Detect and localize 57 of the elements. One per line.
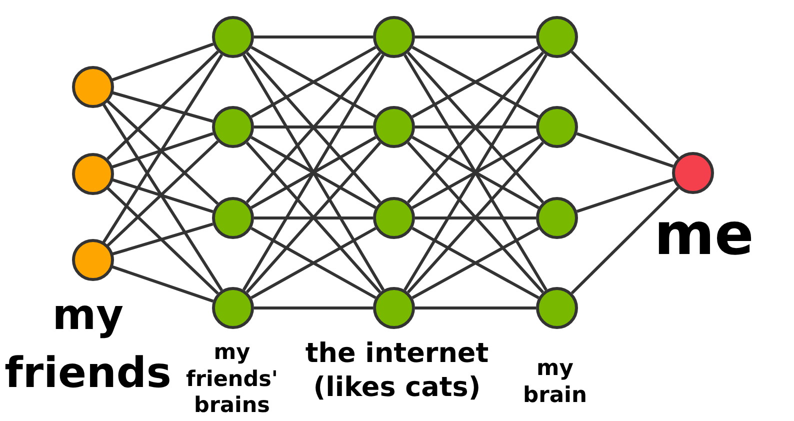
connection-line [106, 100, 219, 205]
neuron-circle [536, 287, 578, 329]
connection-line [415, 216, 536, 220]
connection-line [254, 306, 373, 310]
neuron-circle [373, 287, 415, 329]
crossing-lines [410, 46, 540, 118]
connection-line [102, 54, 224, 244]
connection-line [576, 132, 674, 168]
crossing-lines [242, 54, 385, 292]
connection-line [112, 265, 214, 303]
connection-line [570, 186, 680, 294]
connection-line [112, 91, 214, 123]
crossing-lines [250, 136, 378, 210]
crossing-lines [250, 46, 378, 118]
connection-line [570, 50, 680, 160]
crossing-lines [406, 141, 544, 294]
connection-line [254, 36, 373, 38]
connection-line [415, 126, 536, 128]
connection-line [102, 104, 223, 292]
connection-line [112, 222, 214, 256]
crossing-lines [250, 226, 378, 300]
connection-line [112, 178, 214, 214]
node-caption: me [653, 201, 755, 267]
neuron-circle [212, 197, 254, 239]
connection-line [112, 42, 214, 82]
neuron-circle [212, 16, 254, 58]
neuron-circle [536, 106, 578, 148]
neuron-circle [672, 152, 714, 194]
crossing-lines [406, 51, 544, 204]
layer-label: the internet (likes cats) [304, 337, 490, 405]
connection-line [106, 140, 219, 247]
neuron-circle [373, 16, 415, 58]
connection-line [415, 36, 536, 38]
connection-line [106, 186, 219, 295]
connection-line [415, 306, 536, 310]
neuron-circle [536, 16, 578, 58]
connection-line [112, 132, 214, 168]
crossing-lines [410, 136, 540, 210]
crossing-lines [245, 51, 382, 204]
layer-label: my brain [522, 355, 588, 409]
neuron-circle [72, 239, 114, 281]
connection-line [254, 126, 373, 128]
neuron-circle [373, 106, 415, 148]
connection-line [576, 178, 674, 213]
neuron-circle [72, 66, 114, 108]
crossing-lines [410, 226, 540, 300]
crossing-lines [403, 54, 548, 292]
layer-label: my friends [4, 289, 172, 399]
neuron-circle [373, 197, 415, 239]
neuron-circle [536, 197, 578, 239]
crossing-lines [245, 141, 382, 294]
connection-line [106, 50, 219, 160]
neuron-circle [212, 106, 254, 148]
layer-label: my friends' brains [185, 340, 279, 420]
neuron-circle [72, 152, 114, 194]
connection-line [254, 216, 373, 220]
neuron-circle [212, 287, 254, 329]
